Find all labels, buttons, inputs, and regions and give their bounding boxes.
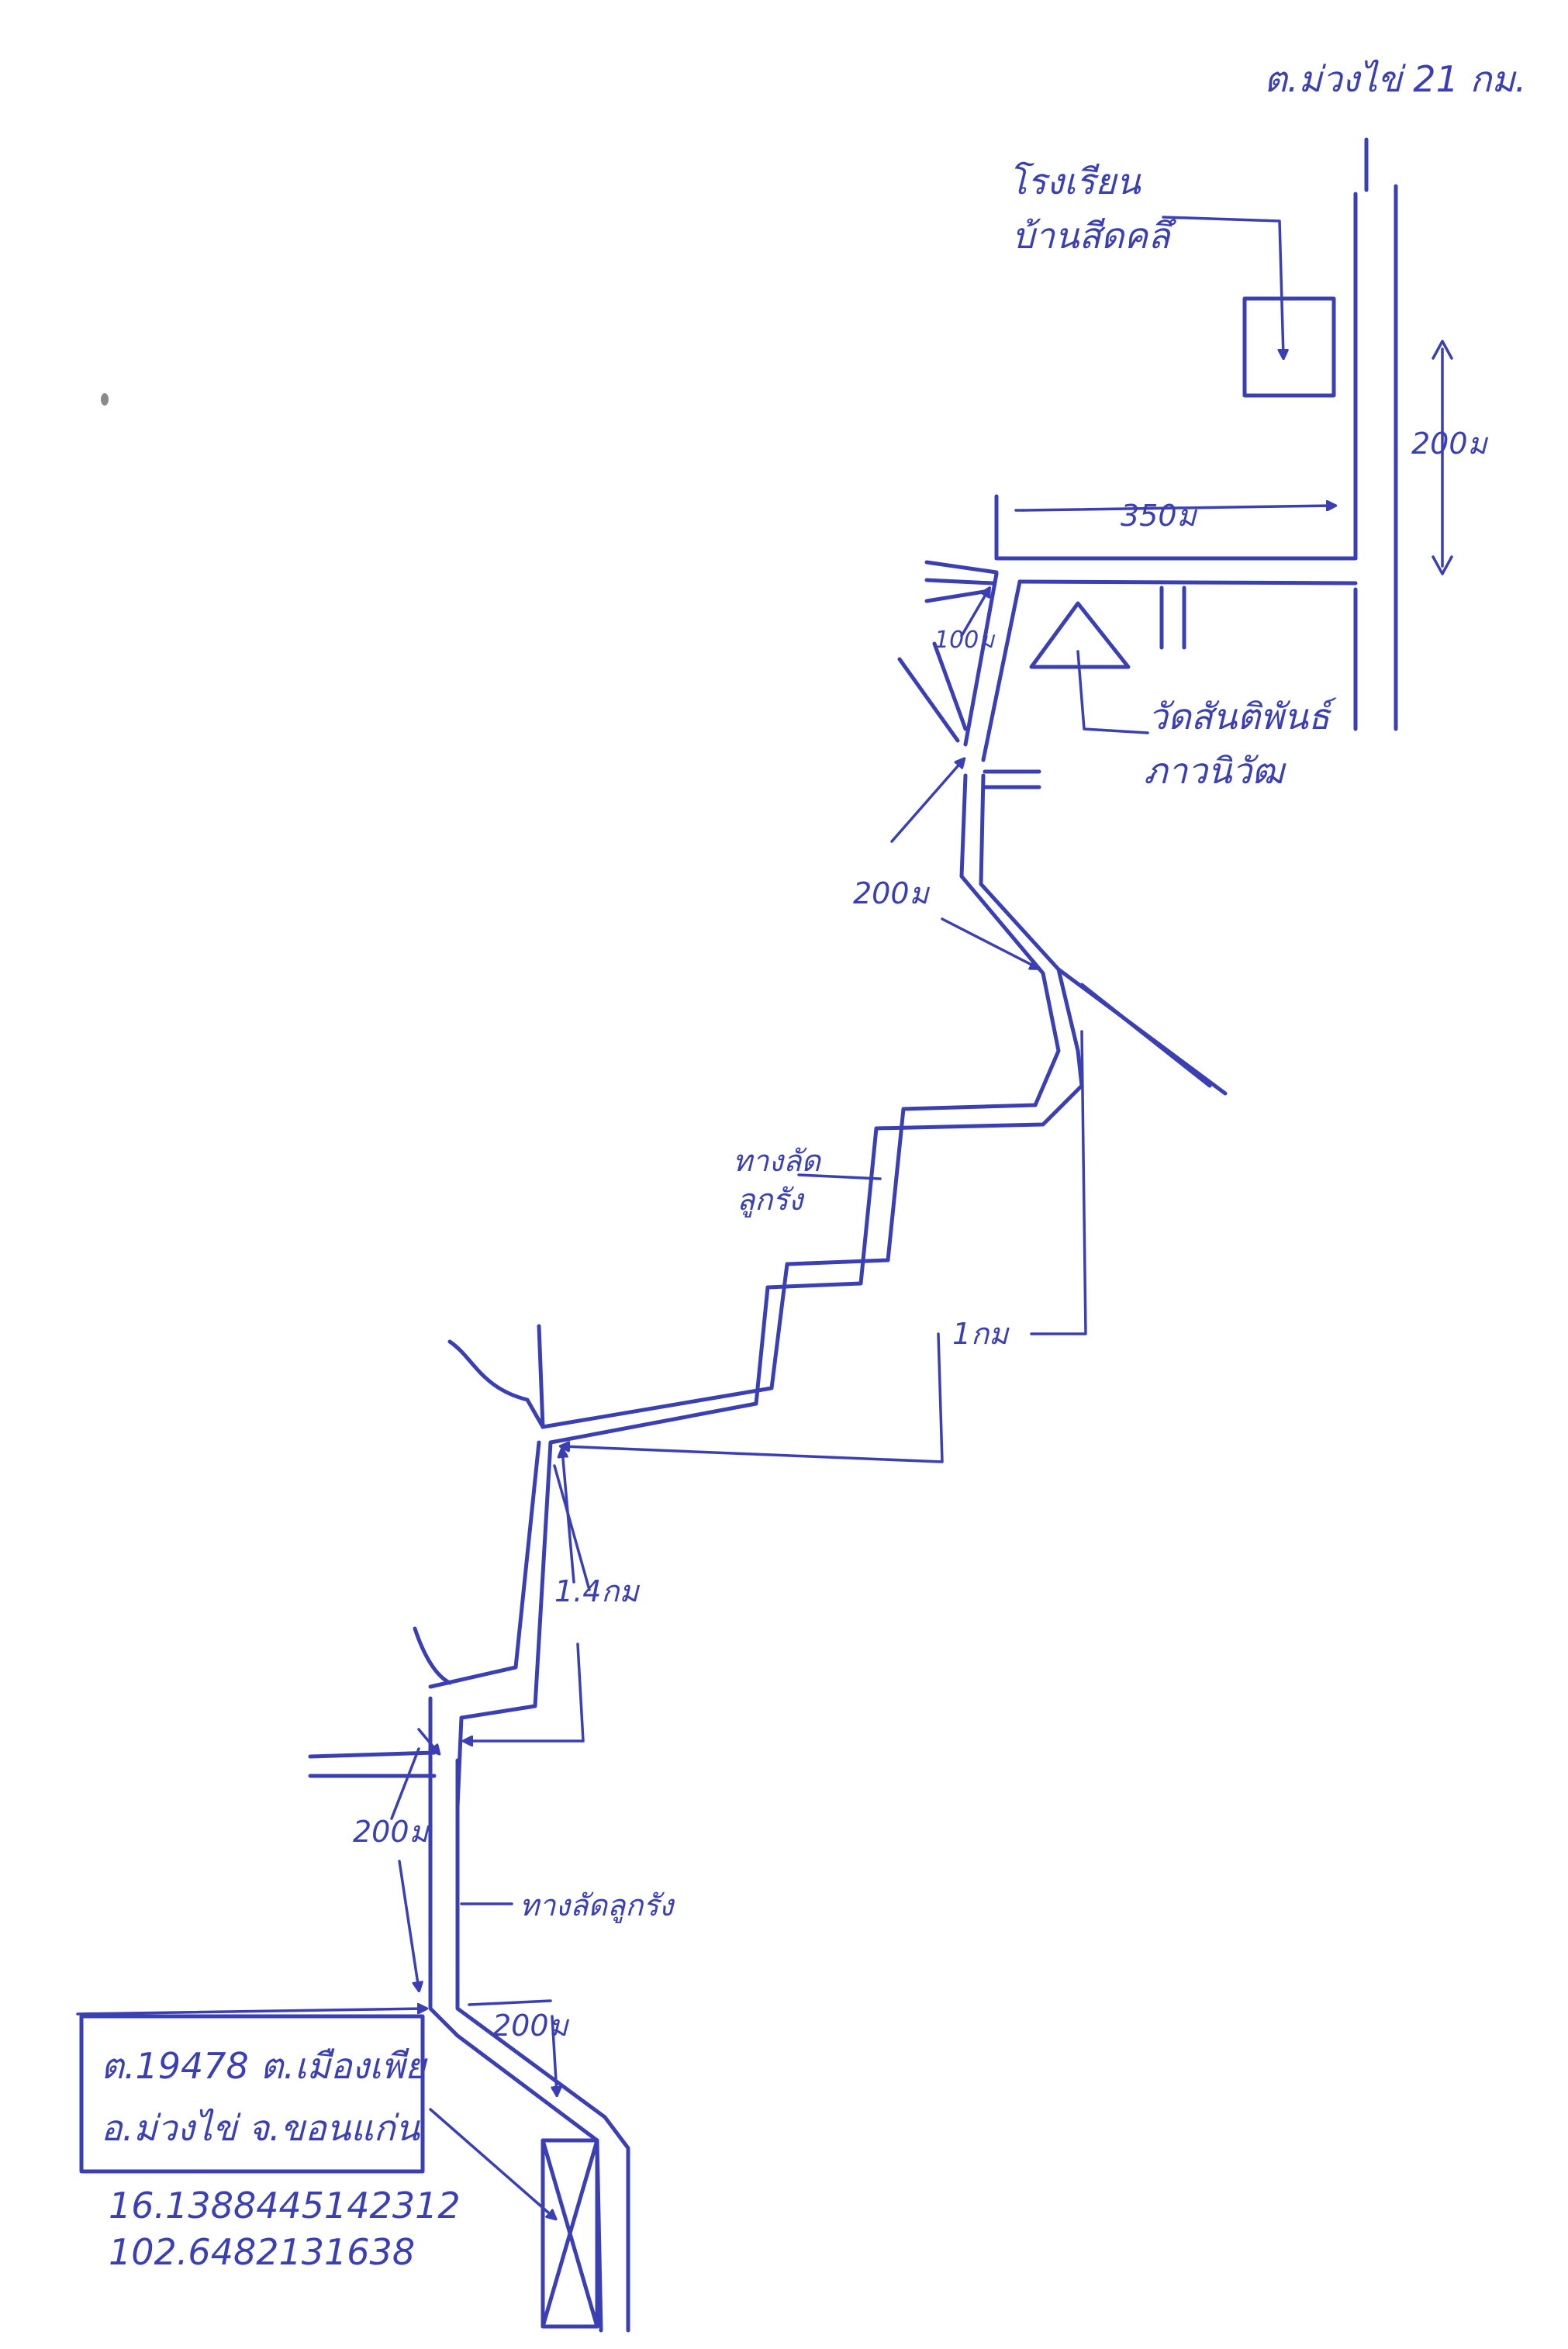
temple-marker: วัดสันติพันธ์ ภาวนิวัฒ xyxy=(1029,601,1337,792)
dimension-200m-bottom: 200ม xyxy=(468,1999,570,2094)
dist-200m-right: 200ม xyxy=(1411,427,1489,461)
dist-200m-mid: 200ม xyxy=(853,876,931,910)
east-west-road: 350ม xyxy=(994,494,1358,650)
dist-200m-bottom: 200ม xyxy=(492,2009,570,2043)
road-label-lower: ทางลัดลูกรัง xyxy=(520,1888,675,1923)
top-direction-label: ต.ม่วงไข่ 21 กม. xyxy=(1264,58,1526,100)
main-road-south xyxy=(541,769,1228,1445)
dimension-200m-lower: 200ม xyxy=(353,1747,430,1989)
school-marker: โรงเรียน บ้านสีดคลึ xyxy=(1008,161,1336,398)
school-label-2: บ้านสีดคลึ xyxy=(1012,215,1176,257)
dirt-road-label-mid: ทางลัด ลูกรัง xyxy=(733,1144,882,1218)
school-building xyxy=(1242,296,1336,398)
destination-house-marker xyxy=(429,2108,599,2329)
ink-smudge xyxy=(101,393,109,406)
coordinate-latitude: 16.1388445142312 xyxy=(109,2185,461,2226)
coordinate-longitude: 102.6482131638 xyxy=(109,2231,415,2273)
main-road-north xyxy=(1353,184,1398,731)
address-box: ต.19478 ต.เมืองเพีย อ.ม่วงไข่ จ.ขอนแก่น xyxy=(76,2009,428,2174)
dist-1-4km: 1.4กม xyxy=(554,1574,640,1608)
temple-label: วัดสันติพันธ์ xyxy=(1148,696,1337,738)
dirt-road-label-lower: ทางลัดลูกรัง xyxy=(460,1888,675,1923)
dimension-1km: 1กม xyxy=(562,1030,1087,1463)
road-segment-1-4km: 1.4กม xyxy=(413,1440,640,1809)
address-line-2: อ.ม่วงไข่ จ.ขอนแก่น xyxy=(101,2107,421,2149)
address-line-1: ต.19478 ต.เมืองเพีย xyxy=(101,2045,428,2087)
road-label-mid-1: ทางลัด xyxy=(733,1144,822,1178)
school-label: โรงเรียน xyxy=(1008,161,1141,202)
dist-200m-lower: 200ม xyxy=(353,1815,430,1849)
dist-350m: 350ม xyxy=(1121,499,1198,533)
dist-1km: 1กม xyxy=(952,1317,1010,1351)
dimension-200m-right: 200ม xyxy=(1411,340,1489,575)
road-label-mid-2: ลูกรัง xyxy=(737,1183,805,1218)
side-branch-north xyxy=(447,1324,545,1429)
west-fork: 100ม xyxy=(897,560,1022,762)
temple-label-2: ภาวนิวัฒ xyxy=(1144,750,1287,792)
